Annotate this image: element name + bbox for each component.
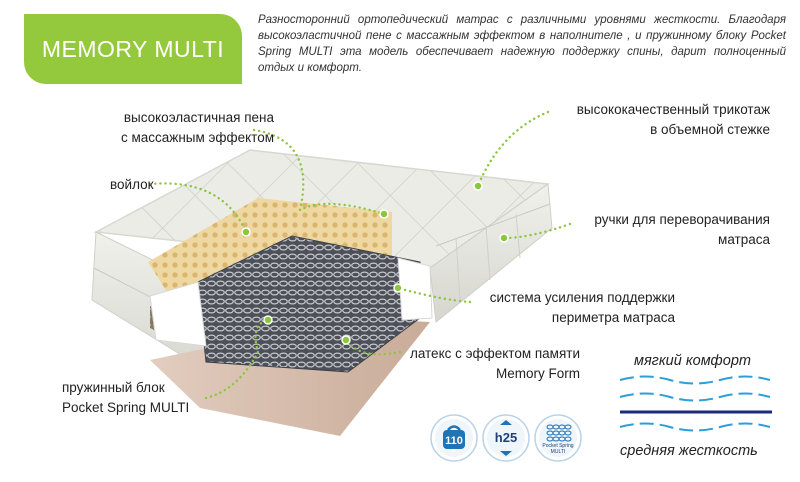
spring-badge-line2: MULTI: [550, 449, 566, 455]
label-foam: высокоэластичная пена с массажным эффект…: [106, 108, 274, 148]
soft-comfort-label: мягкий комфорт: [634, 353, 752, 369]
mattress-side-panel: [429, 183, 553, 323]
label-handles-line2: матраса: [718, 232, 770, 247]
label-jersey: высококачественный трикотаж в объемной с…: [550, 100, 770, 140]
spring-badge-line1: Pocket Spring: [542, 443, 574, 449]
spring-block-icon: [534, 414, 582, 462]
label-spring: пружинный блок Pocket Spring MULTI: [62, 378, 189, 418]
height-value: h25: [494, 430, 518, 445]
title-badge: MEMORY MULTI: [24, 14, 242, 84]
label-perimeter-line2: периметра матраса: [551, 310, 675, 325]
height-badge: h25: [482, 414, 530, 462]
height-arrows-icon: [482, 414, 530, 462]
label-jersey-line2: в объемной стежке: [650, 122, 770, 137]
label-latex-line2: Memory Form: [496, 366, 580, 381]
label-latex: латекс с эффектом памяти Memory Form: [398, 344, 580, 384]
callout-dots: [241, 181, 509, 345]
firmness-lines: [619, 375, 772, 432]
label-spring-line1: пружинный блок: [62, 380, 165, 395]
label-jersey-line1: высококачественный трикотаж: [576, 102, 770, 117]
label-foam-line1: высокоэластичная пена: [123, 110, 274, 125]
weight-unit: кг: [451, 448, 456, 454]
cutaway-layers: [148, 198, 433, 373]
callout-lines: [148, 110, 572, 400]
label-felt: войлок: [110, 177, 154, 192]
label-perimeter: система усиления поддержки периметра мат…: [470, 288, 675, 328]
spring-badge: Pocket Spring MULTI: [534, 414, 582, 462]
weight-badge: 110 кг: [430, 414, 478, 462]
weight-icon: [430, 414, 478, 462]
label-perimeter-line1: система усиления поддержки: [489, 290, 675, 305]
label-foam-line2: с массажным эффектом: [120, 130, 274, 145]
product-title: MEMORY MULTI: [41, 35, 225, 62]
label-handles-line1: ручки для переворачивания: [594, 212, 770, 227]
label-handles: ручки для переворачивания матраса: [560, 210, 770, 250]
weight-value: 110: [445, 435, 463, 447]
medium-firmness-label: средняя жесткость: [620, 443, 758, 459]
label-spring-line2: Pocket Spring MULTI: [62, 400, 190, 415]
product-description: Разносторонний ортопедический матрас с р…: [258, 14, 786, 74]
label-latex-line1: латекс с эффектом памяти: [409, 346, 580, 361]
